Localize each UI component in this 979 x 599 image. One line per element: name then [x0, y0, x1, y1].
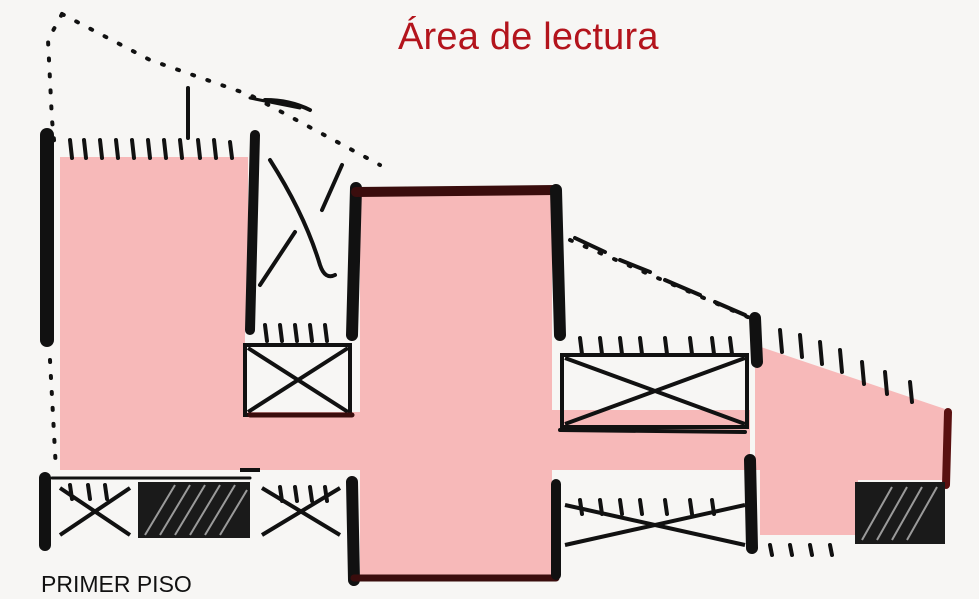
wall-right-lower [744, 454, 758, 554]
wall-far-right [942, 408, 952, 489]
diagram-title: Área de lectura [398, 16, 659, 58]
wall-inner-1 [245, 130, 260, 335]
hatched-blocks [138, 482, 945, 544]
misc-lines [50, 86, 747, 480]
floor-caption: PRIMER PISO [41, 571, 192, 597]
reading-area-highlight [60, 157, 948, 578]
reading-area-right [755, 345, 948, 535]
wall-middle-right [550, 184, 566, 341]
wall-right-pillar [749, 312, 763, 368]
wall-middle-bottom-left [346, 476, 360, 586]
void-box-center-right [560, 353, 749, 429]
reading-area-left [60, 157, 248, 470]
wall-middle-left [346, 182, 362, 341]
hatched-block-right [855, 482, 945, 544]
void-boxes [58, 343, 749, 547]
stair-lines [258, 98, 344, 287]
wall-middle-top [351, 185, 561, 197]
thick-walls [39, 128, 952, 586]
reading-area-middle-band [240, 190, 750, 578]
